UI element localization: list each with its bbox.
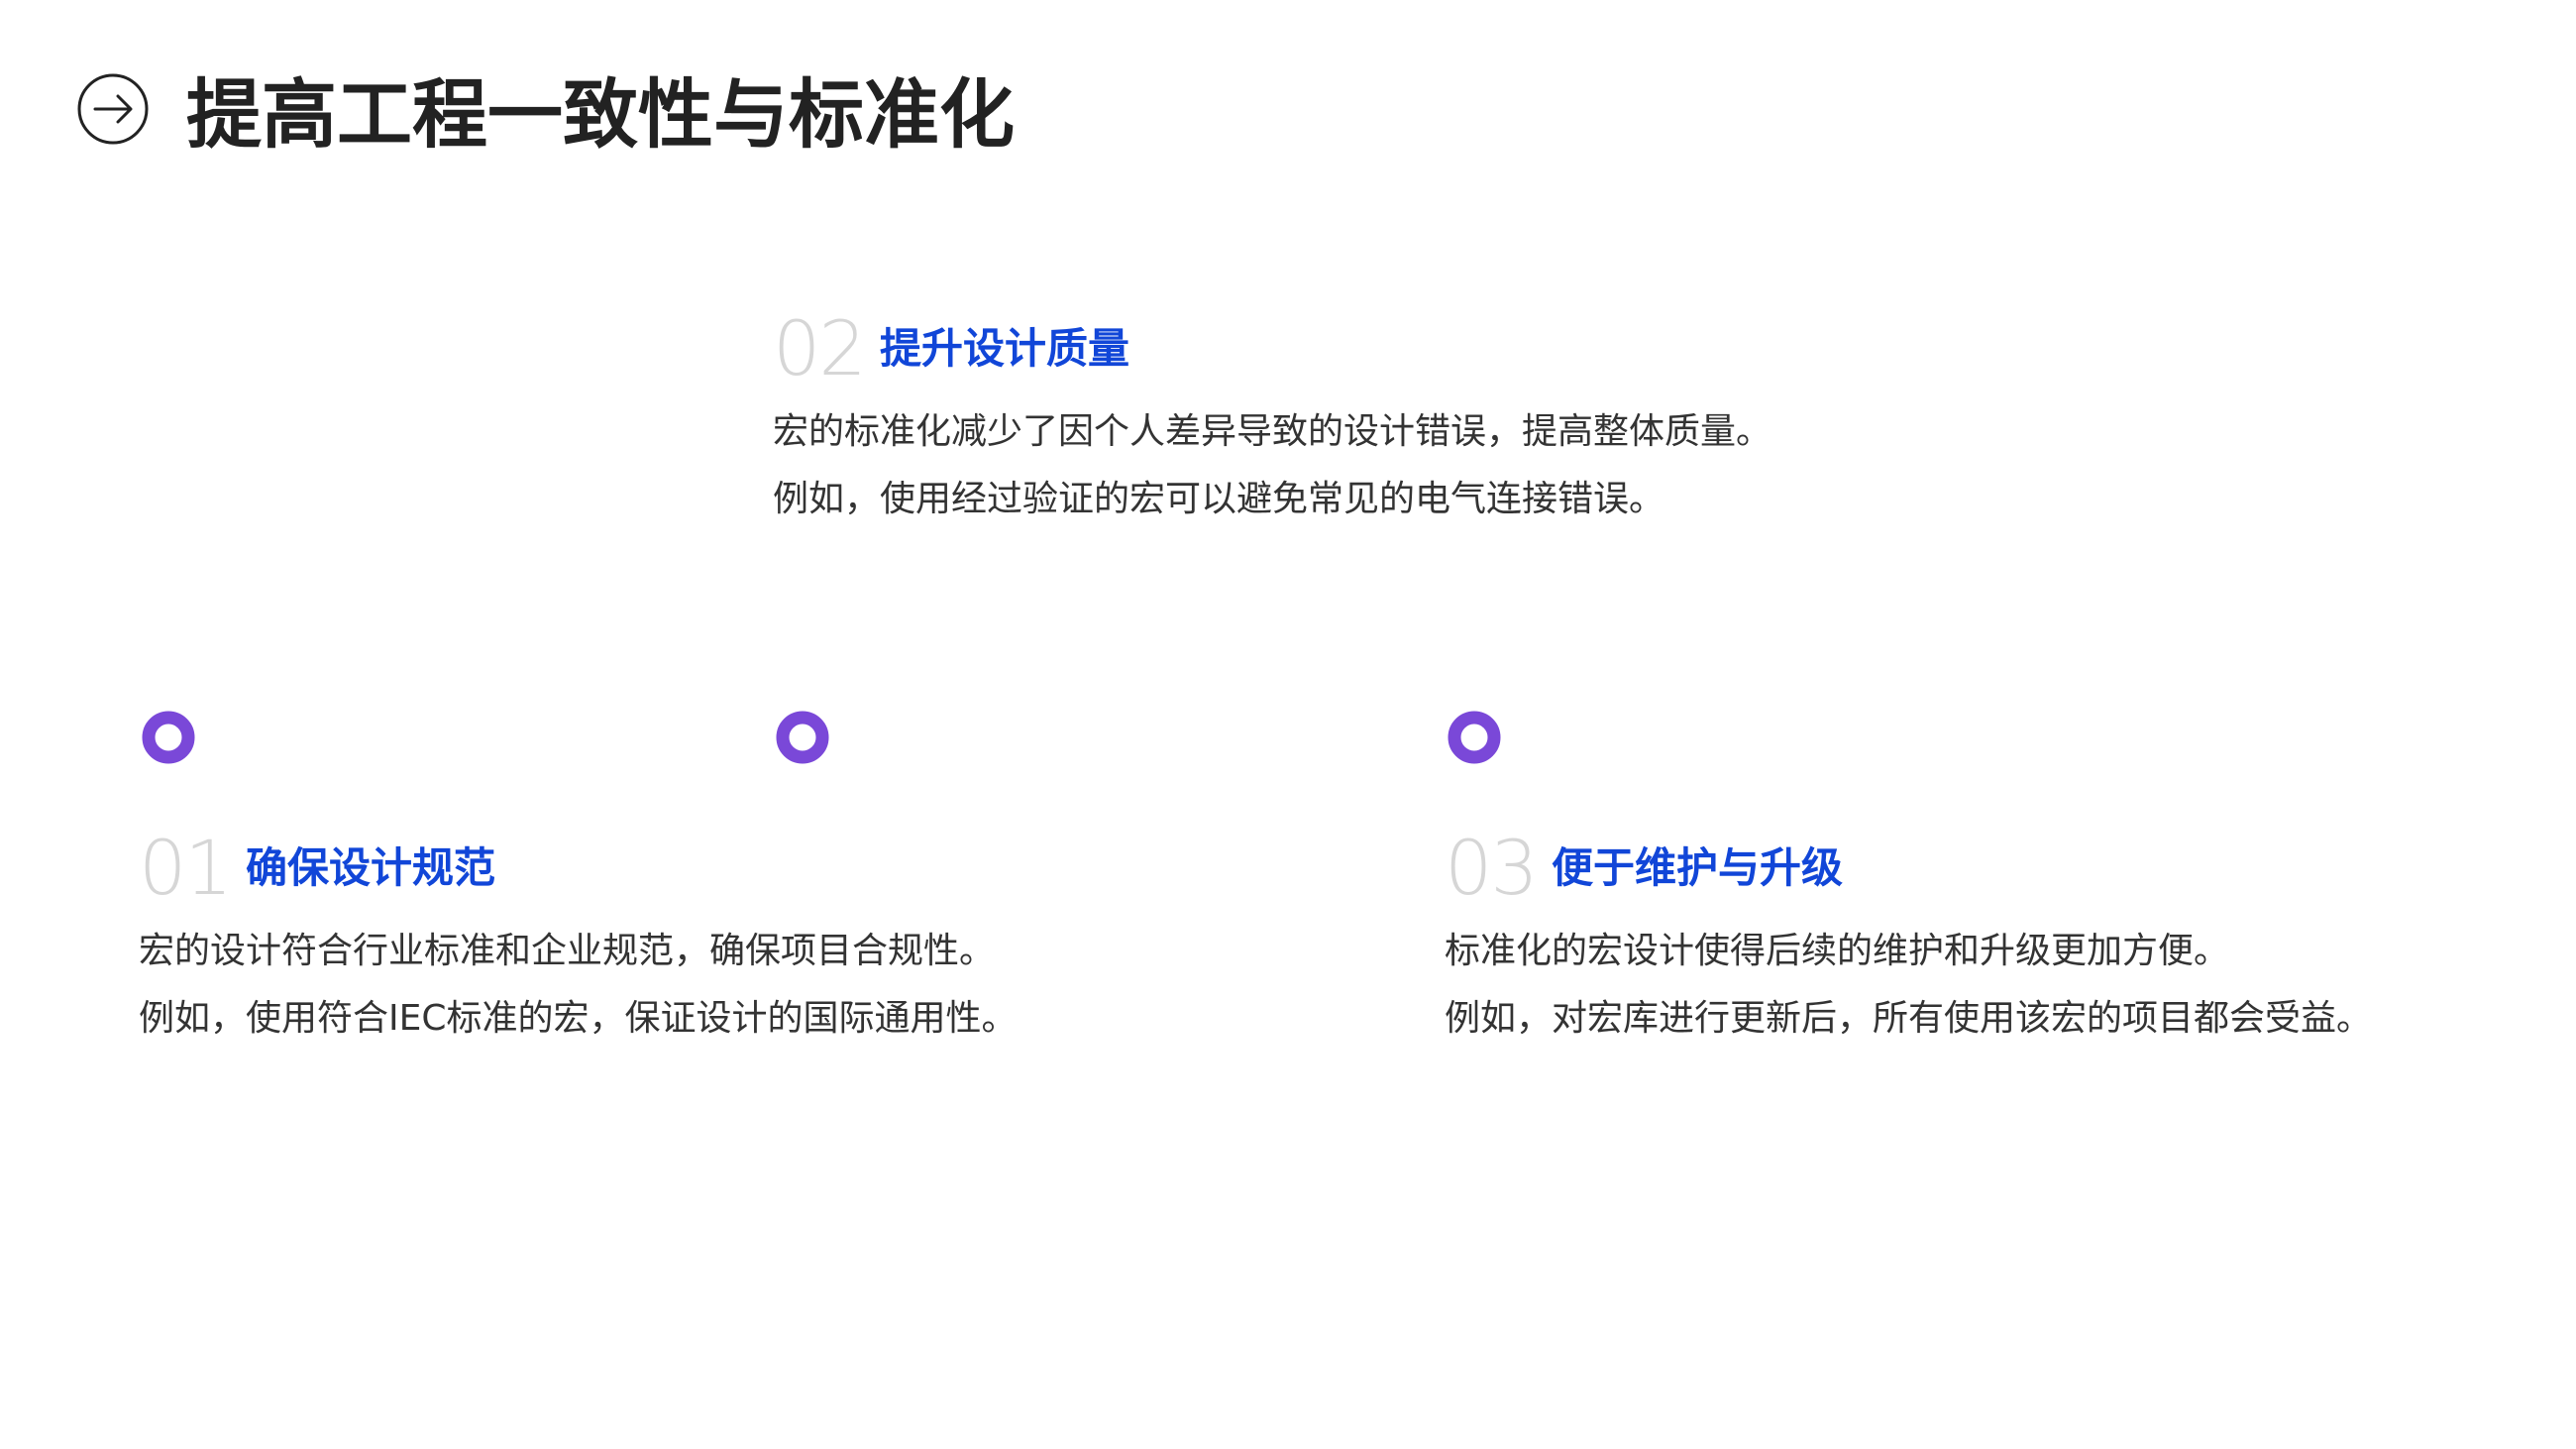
milestone-description: 宏的设计符合行业标准和企业规范，确保项目合规性。 例如，使用符合IEC标准的宏，…: [139, 918, 1018, 1053]
milestone-number: 01: [139, 824, 233, 912]
milestone-header: 01 确保设计规范: [139, 829, 1018, 908]
milestone-header: 02 提升设计质量: [773, 309, 1771, 389]
timeline-node-02: [776, 711, 829, 764]
milestone-number: 02: [773, 304, 867, 392]
description-line: 宏的设计符合行业标准和企业规范，确保项目合规性。: [139, 931, 996, 971]
description-line: 例如，对宏库进行更新后，所有使用该宏的项目都会受益。: [1445, 998, 2373, 1039]
milestone-02: 02 提升设计质量 宏的标准化减少了因个人差异导致的设计错误，提高整体质量。 例…: [773, 309, 1771, 533]
milestone-title: 提升设计质量: [880, 324, 1130, 373]
description-line: 标准化的宏设计使得后续的维护和升级更加方便。: [1445, 931, 2230, 971]
milestone-title: 确保设计规范: [246, 843, 496, 892]
milestone-01: 01 确保设计规范 宏的设计符合行业标准和企业规范，确保项目合规性。 例如，使用…: [139, 829, 1018, 1053]
arrow-right-circle-icon: [77, 73, 149, 145]
milestone-header: 03 便于维护与升级: [1445, 829, 2372, 908]
page-title: 提高工程一致性与标准化: [186, 70, 1015, 159]
description-line: 例如，使用符合IEC标准的宏，保证设计的国际通用性。: [139, 998, 1018, 1039]
timeline-node-01: [142, 711, 195, 764]
milestone-03: 03 便于维护与升级 标准化的宏设计使得后续的维护和升级更加方便。 例如，对宏库…: [1445, 829, 2372, 1053]
description-line: 例如，使用经过验证的宏可以避免常见的电气连接错误。: [773, 479, 1665, 519]
milestone-title: 便于维护与升级: [1552, 843, 1844, 892]
timeline-node-03: [1448, 711, 1501, 764]
milestone-description: 宏的标准化减少了因个人差异导致的设计错误，提高整体质量。 例如，使用经过验证的宏…: [773, 398, 1771, 533]
milestone-description: 标准化的宏设计使得后续的维护和升级更加方便。 例如，对宏库进行更新后，所有使用该…: [1445, 918, 2372, 1053]
milestone-number: 03: [1445, 824, 1539, 912]
description-line: 宏的标准化减少了因个人差异导致的设计错误，提高整体质量。: [773, 411, 1772, 452]
